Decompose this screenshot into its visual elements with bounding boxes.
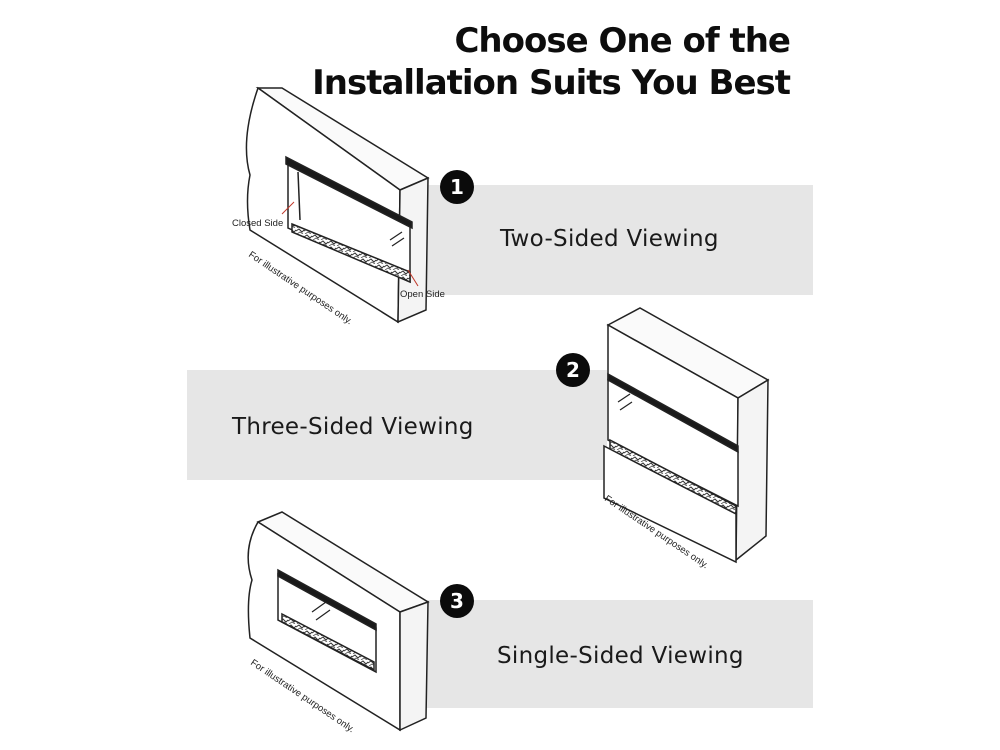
option-number-badge-1: 1 xyxy=(440,170,474,204)
page-title: Choose One of the Installation Suits You… xyxy=(312,20,791,104)
option-label-single-sided: Single-Sided Viewing xyxy=(497,643,744,669)
title-line-1: Choose One of the xyxy=(454,21,791,61)
illustration-single-sided-fireplace xyxy=(247,511,430,732)
illustration-three-sided-fireplace xyxy=(603,307,770,564)
title-line-2: Installation Suits You Best xyxy=(312,63,791,103)
option-label-two-sided: Two-Sided Viewing xyxy=(500,226,719,252)
option-band-two-sided xyxy=(420,185,813,295)
closed-side-label: Closed Side xyxy=(232,218,283,229)
option-number-badge-3: 3 xyxy=(440,584,474,618)
illustration-two-sided-fireplace xyxy=(245,86,430,324)
option-band-three-sided xyxy=(187,370,607,480)
option-band-single-sided xyxy=(420,600,813,708)
option-label-three-sided: Three-Sided Viewing xyxy=(232,414,474,440)
open-side-label: Open Side xyxy=(400,289,445,300)
option-number-badge-2: 2 xyxy=(556,353,590,387)
